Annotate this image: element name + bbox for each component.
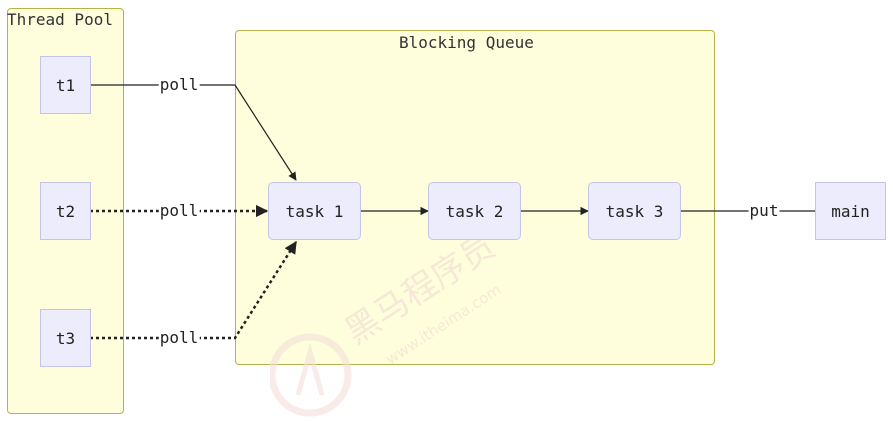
node-task-2[interactable]: task 2 — [428, 182, 521, 240]
edge-label-t3-poll: poll — [158, 328, 200, 347]
blocking-queue-title: Blocking Queue — [399, 33, 534, 52]
node-main[interactable]: main — [815, 182, 886, 240]
edge-label-t2-poll: poll — [158, 201, 200, 220]
node-task-1[interactable]: task 1 — [268, 182, 361, 240]
node-t2[interactable]: t2 — [40, 182, 91, 240]
edge-label-put: put — [748, 201, 780, 220]
edge-label-t1-poll: poll — [158, 75, 200, 94]
node-t1[interactable]: t1 — [40, 56, 91, 114]
node-t3[interactable]: t3 — [40, 309, 91, 367]
thread-pool-title: Thread Pool — [7, 10, 113, 29]
node-task-3[interactable]: task 3 — [588, 182, 681, 240]
edge-t1-task1 — [90, 84, 297, 181]
edge-t3-task1 — [90, 240, 298, 340]
